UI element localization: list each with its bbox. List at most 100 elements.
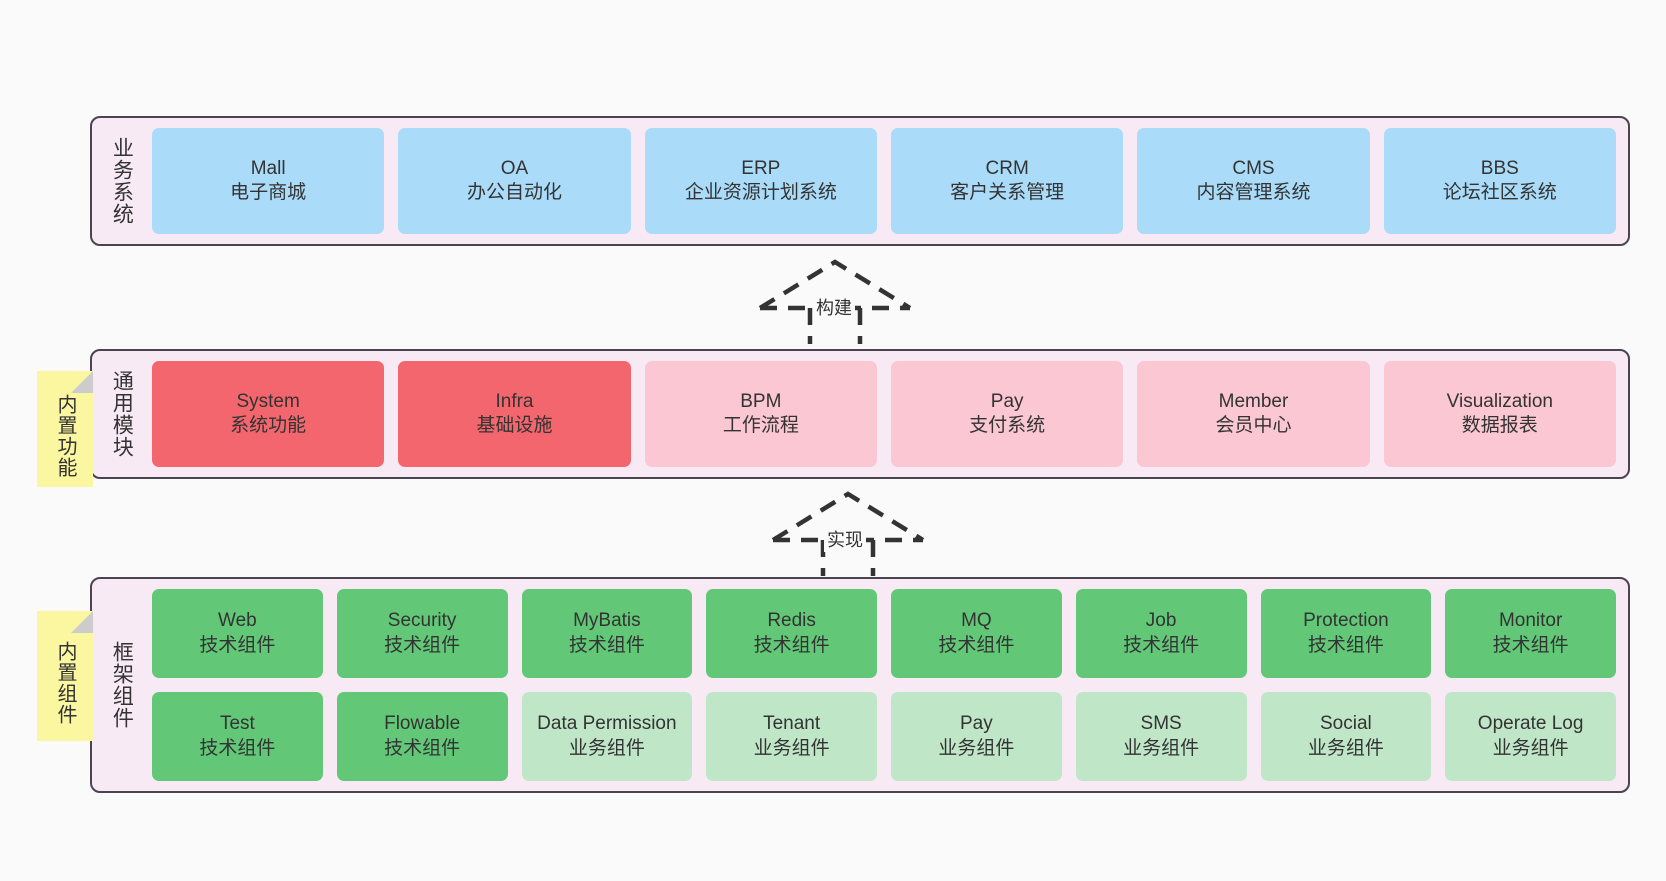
card-pay-module[interactable]: Pay 支付系统 [890,361,1124,467]
card-subtitle: 技术组件 [568,634,645,656]
card-subtitle: 技术组件 [1307,634,1384,656]
card-monitor[interactable]: Monitor 技术组件 [1445,589,1616,678]
card-subtitle: 技术组件 [384,737,461,759]
card-title: Pay [960,713,993,735]
card-subtitle: 基础设施 [476,415,553,436]
card-protection[interactable]: Protection 技术组件 [1260,589,1432,678]
sticky-note-builtin-functions: 内置功能 [37,371,93,487]
card-job[interactable]: Job 技术组件 [1075,589,1247,678]
card-title: BBS [1480,157,1519,179]
card-subtitle: 技术组件 [1492,634,1569,656]
layer-business-system: 业务系统 Mall 电子商城 OA 办公自动化 ERP 企业资源计划系统 CRM [90,116,1630,246]
card-title: MyBatis [573,610,641,632]
card-title: Member [1218,390,1289,412]
card-social[interactable]: Social 业务组件 [1260,692,1432,781]
card-subtitle: 客户关系管理 [950,182,1065,203]
card-subtitle: 办公自动化 [466,182,562,203]
card-title: OA [500,157,529,179]
card-subtitle: 技术组件 [199,634,276,656]
layer-common-modules-title: 通用模块 [110,370,134,458]
card-subtitle: 技术组件 [753,634,830,656]
card-crm[interactable]: CRM 客户关系管理 [890,128,1124,234]
card-system[interactable]: System 系统功能 [152,361,385,467]
card-subtitle: 技术组件 [199,737,276,759]
card-title: Security [387,610,457,632]
card-subtitle: 支付系统 [969,415,1046,436]
card-sms[interactable]: SMS 业务组件 [1075,692,1247,781]
business-card-row: Mall 电子商城 OA 办公自动化 ERP 企业资源计划系统 CRM 客户关系… [152,128,1616,234]
card-oa[interactable]: OA 办公自动化 [398,128,631,234]
card-subtitle: 数据报表 [1461,415,1538,436]
card-pay-component[interactable]: Pay 业务组件 [891,692,1062,781]
generalization-arrow-build: 构建 [755,258,915,344]
modules-card-row: System 系统功能 Infra 基础设施 BPM 工作流程 Pay 支付系统… [152,361,1616,467]
card-subtitle: 技术组件 [384,634,461,656]
sticky-note-builtin-components: 内置组件 [37,611,93,741]
arrow-implement-icon [771,491,925,576]
arrow-build-icon [758,259,912,344]
card-flowable[interactable]: Flowable 技术组件 [336,692,508,781]
card-title: CMS [1232,157,1275,179]
card-title: SMS [1140,713,1182,735]
card-title: Job [1145,610,1177,632]
card-bbs[interactable]: BBS 论坛社区系统 [1383,128,1616,234]
card-tenant[interactable]: Tenant 业务组件 [706,692,877,781]
card-bpm[interactable]: BPM 工作流程 [644,361,877,467]
card-subtitle: 业务组件 [1492,737,1569,759]
card-title: Flowable [384,713,461,735]
layer-framework-components-title: 框架组件 [110,641,134,729]
card-visualization[interactable]: Visualization 数据报表 [1383,361,1616,467]
card-subtitle: 内容管理系统 [1196,182,1311,203]
layer-common-modules-body: System 系统功能 Infra 基础设施 BPM 工作流程 Pay 支付系统… [138,361,1616,467]
generalization-arrow-implement: 实现 [768,490,928,576]
framework-card-row-1: Web 技术组件 Security 技术组件 MyBatis 技术组件 Redi… [152,589,1616,678]
layer-framework-components: 框架组件 Web 技术组件 Security 技术组件 MyBatis 技术组件… [90,577,1630,793]
card-title: Data Permission [537,713,677,735]
arrow-build-label: 构建 [813,294,855,320]
layer-framework-components-body: Web 技术组件 Security 技术组件 MyBatis 技术组件 Redi… [138,589,1616,781]
card-mybatis[interactable]: MyBatis 技术组件 [521,589,693,678]
card-subtitle: 业务组件 [1123,737,1200,759]
card-subtitle: 企业资源计划系统 [684,182,837,203]
card-title: Pay [990,390,1024,412]
card-mq[interactable]: MQ 技术组件 [891,589,1062,678]
card-subtitle: 系统功能 [230,415,307,436]
layer-common-modules: 通用模块 System 系统功能 Infra 基础设施 BPM 工作流程 Pay [90,349,1630,479]
card-subtitle: 论坛社区系统 [1442,182,1557,203]
card-title: Visualization [1446,390,1553,412]
card-infra[interactable]: Infra 基础设施 [398,361,631,467]
card-subtitle: 电子商城 [230,182,307,203]
layer-business-system-title: 业务系统 [110,137,134,225]
card-subtitle: 业务组件 [753,737,830,759]
card-title: MQ [961,610,992,632]
card-title: Protection [1303,610,1389,632]
card-operate-log[interactable]: Operate Log 业务组件 [1445,692,1616,781]
card-security[interactable]: Security 技术组件 [336,589,508,678]
card-member[interactable]: Member 会员中心 [1137,361,1370,467]
card-cms[interactable]: CMS 内容管理系统 [1137,128,1370,234]
card-mall[interactable]: Mall 电子商城 [152,128,385,234]
layer-business-system-body: Mall 电子商城 OA 办公自动化 ERP 企业资源计划系统 CRM 客户关系… [138,128,1616,234]
card-subtitle: 业务组件 [568,737,645,759]
arrow-implement-label: 实现 [824,526,866,552]
card-test[interactable]: Test 技术组件 [152,692,323,781]
card-data-permission[interactable]: Data Permission 业务组件 [521,692,693,781]
card-redis[interactable]: Redis 技术组件 [706,589,877,678]
card-title: Operate Log [1477,713,1584,735]
card-subtitle: 技术组件 [938,634,1015,656]
card-title: System [236,390,300,412]
card-subtitle: 技术组件 [1123,634,1200,656]
card-subtitle: 会员中心 [1215,415,1292,436]
card-title: Social [1320,713,1372,735]
card-title: Web [218,610,257,632]
card-title: ERP [741,157,781,179]
card-title: Redis [767,610,816,632]
framework-card-row-2: Test 技术组件 Flowable 技术组件 Data Permission … [152,692,1616,781]
card-subtitle: 业务组件 [938,737,1015,759]
card-title: Tenant [763,713,821,735]
card-erp[interactable]: ERP 企业资源计划系统 [644,128,877,234]
card-subtitle: 工作流程 [722,415,799,436]
card-web[interactable]: Web 技术组件 [152,589,323,678]
card-subtitle: 业务组件 [1307,737,1384,759]
